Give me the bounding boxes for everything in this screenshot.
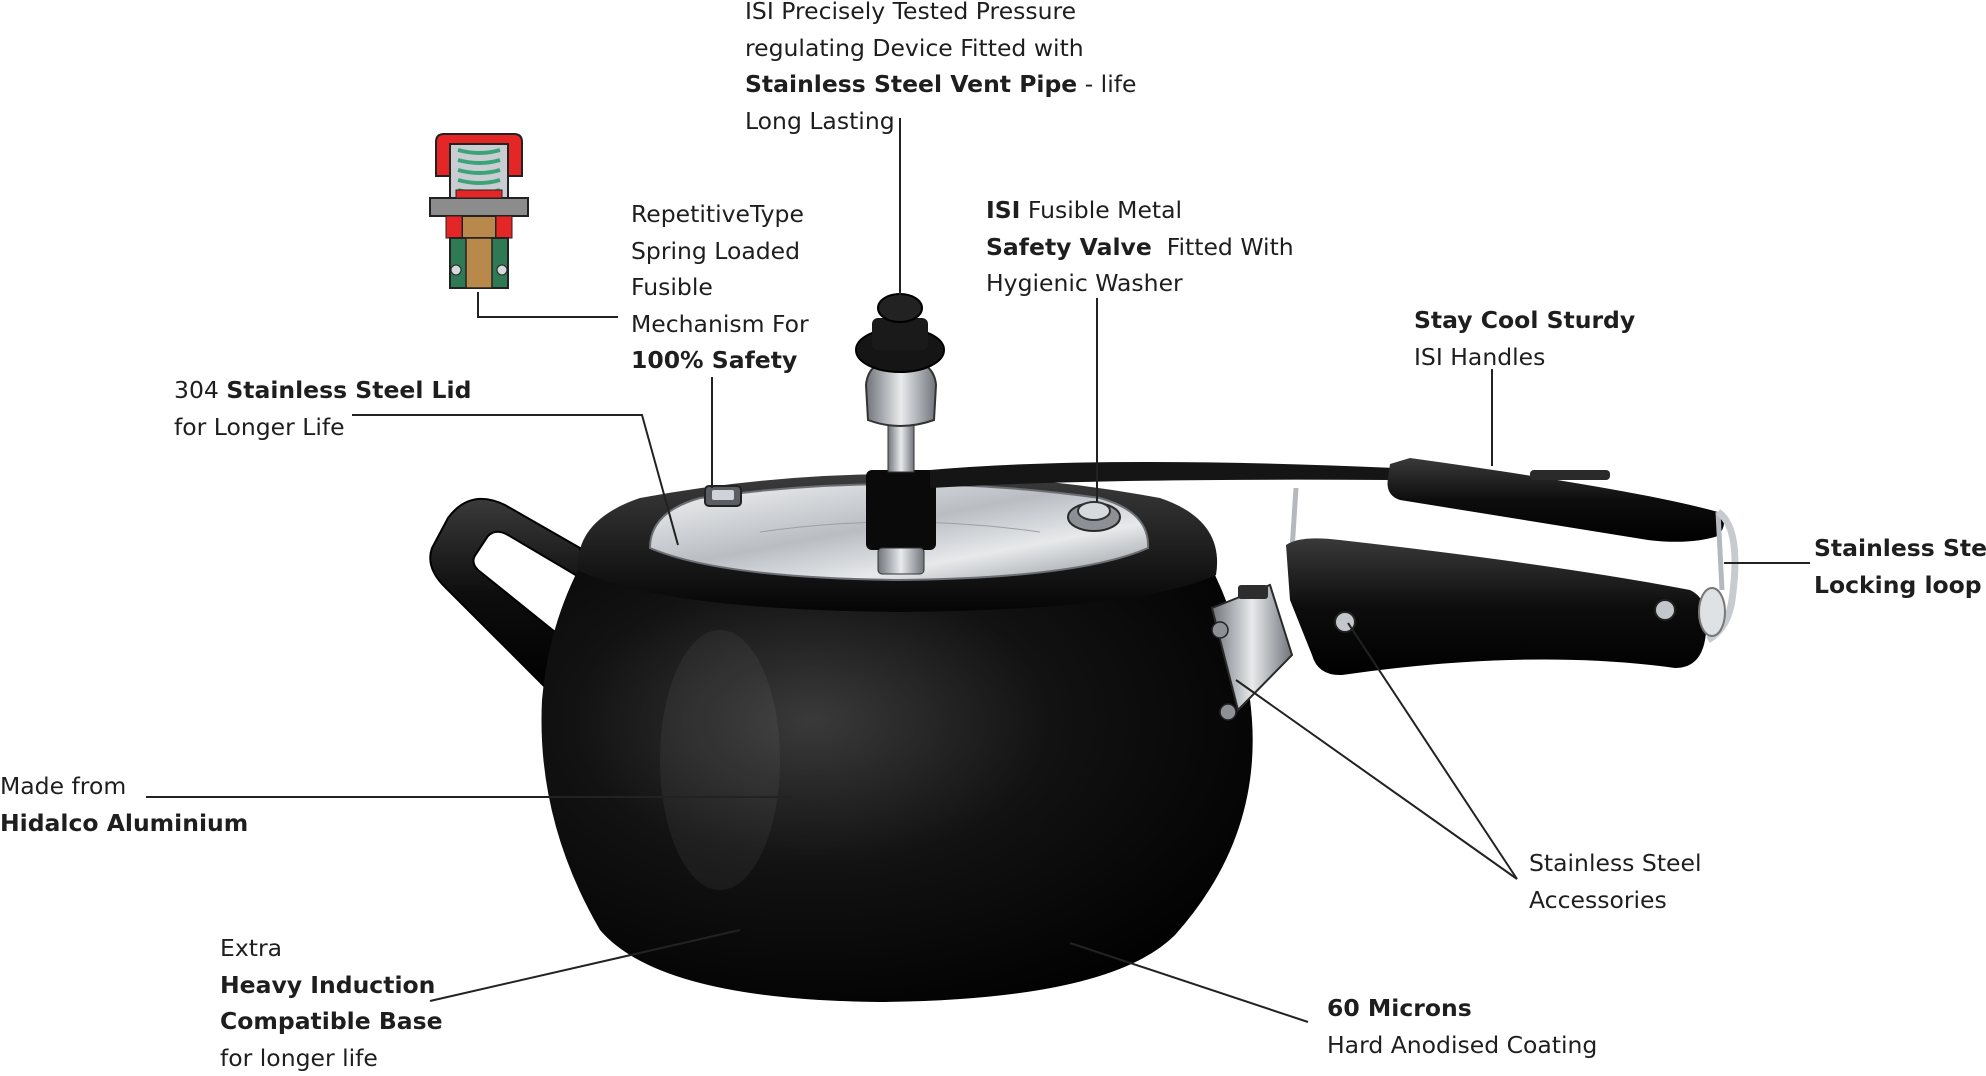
base-line-4: for longer life xyxy=(220,1040,443,1076)
coating-line-1: 60 Microns xyxy=(1327,994,1472,1022)
base-line-2: Heavy Induction xyxy=(220,971,435,999)
callout-aluminium: Made from Hidalco Aluminium xyxy=(0,768,248,841)
callout-locking-loop: Stainless Steel Locking loop xyxy=(1814,530,1986,603)
callout-coating: 60 Microns Hard Anodised Coating xyxy=(1327,990,1597,1063)
cooker-body xyxy=(541,570,1252,1002)
pressure-regulator-weight xyxy=(856,294,944,574)
vent-pipe-bold: Stainless Steel Vent Pipe xyxy=(745,70,1077,98)
vent-pipe-line-1: ISI Precisely Tested Pressure xyxy=(745,0,1136,30)
spring-line-5: 100% Safety xyxy=(631,346,797,374)
callout-lid: 304 Stainless Steel Lid for Longer Life xyxy=(174,372,471,445)
vent-pipe-line-3: Stainless Steel Vent Pipe - life xyxy=(745,66,1136,103)
leader-accessories-2 xyxy=(1236,680,1517,879)
callout-accessories: Stainless Steel Accessories xyxy=(1529,845,1701,918)
locking-line-2: Locking loop xyxy=(1814,571,1982,599)
fusible-line-3: Hygienic Washer xyxy=(986,265,1294,302)
callout-base: Extra Heavy Induction Compatible Base fo… xyxy=(220,930,443,1076)
coating-line-2: Hard Anodised Coating xyxy=(1327,1027,1597,1064)
spring-line-1: RepetitiveType xyxy=(631,196,809,233)
callout-spring-mechanism: RepetitiveType Spring Loaded Fusible Mec… xyxy=(631,196,809,379)
vent-pipe-line-4: Long Lasting xyxy=(745,103,1136,140)
base-line-3: Compatible Base xyxy=(220,1007,443,1035)
callout-vent-pipe: ISI Precisely Tested Pressure regulating… xyxy=(745,0,1136,139)
safety-valve-cutaway-icon xyxy=(430,134,528,288)
leader-valve-icon xyxy=(478,292,618,317)
vent-pipe-rest: - life xyxy=(1077,70,1136,98)
spring-line-2: Spring Loaded xyxy=(631,233,809,270)
handles-line-1: Stay Cool Sturdy xyxy=(1414,306,1635,334)
lid-line-1-bold: Stainless Steel Lid xyxy=(226,376,471,404)
leader-coating xyxy=(1070,943,1308,1022)
fusible-line-1-bold: ISI xyxy=(986,196,1020,224)
fusible-line-2-bold: Safety Valve xyxy=(986,233,1152,261)
aluminium-line-2: Hidalco Aluminium xyxy=(0,809,248,837)
handles-line-2: ISI Handles xyxy=(1414,339,1635,376)
vent-pipe-line-2: regulating Device Fitted with xyxy=(745,30,1136,67)
fusible-safety-valve xyxy=(1068,502,1120,531)
callout-handles: Stay Cool Sturdy ISI Handles xyxy=(1414,302,1635,375)
base-line-1: Extra xyxy=(220,930,443,967)
lid-line-2: for Longer Life xyxy=(174,409,471,446)
callout-fusible-valve: ISI Fusible Metal Safety Valve Fitted Wi… xyxy=(986,192,1294,302)
fusible-line-1-rest: Fusible Metal xyxy=(1020,196,1182,224)
accessories-line-1: Stainless Steel xyxy=(1529,845,1701,882)
body-handle xyxy=(1286,538,1707,675)
fusible-line-1: ISI Fusible Metal xyxy=(986,192,1294,229)
locking-line-1: Stainless Steel xyxy=(1814,534,1986,562)
lid-line-1: 304 Stainless Steel Lid xyxy=(174,372,471,409)
accessories-line-2: Accessories xyxy=(1529,882,1701,919)
spring-line-3: Fusible xyxy=(631,269,809,306)
spring-line-4: Mechanism For xyxy=(631,306,809,343)
aluminium-line-1: Made from xyxy=(0,768,248,805)
fusible-line-2: Safety Valve Fitted With xyxy=(986,229,1294,266)
fusible-line-2-rest: Fitted With xyxy=(1152,233,1294,261)
lid-line-1-plain: 304 xyxy=(174,376,226,404)
